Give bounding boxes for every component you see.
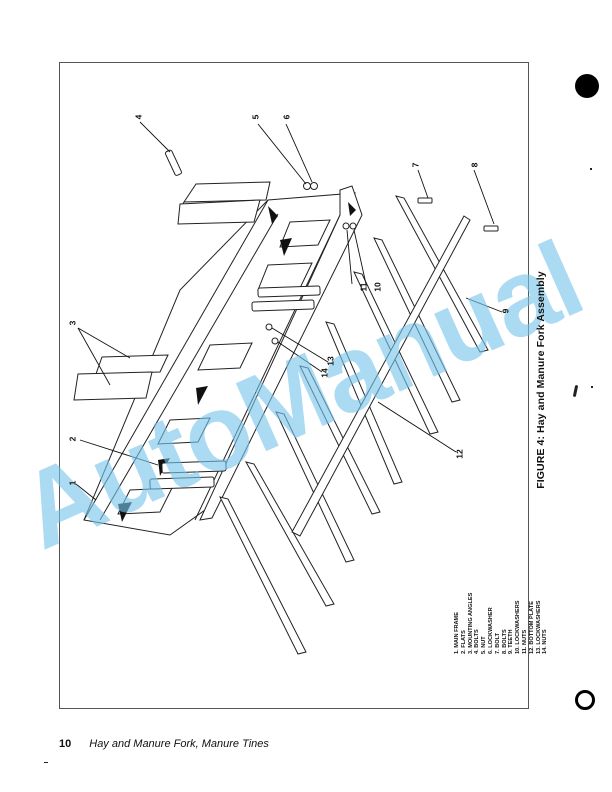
callout-11: 11: [358, 282, 369, 292]
margin-mark: [591, 386, 593, 388]
parts-list-item: 2. FLATS: [460, 630, 467, 654]
margin-mark: [590, 168, 592, 170]
parts-list-item: 13. LOCKWASHERS: [535, 600, 542, 654]
main-frame: [83, 185, 363, 536]
parts-list-item: 5. NUT: [481, 636, 488, 654]
parts-list-item: 7. BOLT: [494, 632, 501, 654]
callout-12: 12: [454, 449, 465, 459]
callout-13: 13: [325, 356, 336, 366]
callout-8: 8: [469, 162, 480, 168]
figure-frame: [59, 62, 529, 709]
callout-10: 10: [372, 282, 383, 292]
callout-3: 3: [67, 320, 78, 326]
callout-7: 7: [410, 162, 421, 168]
running-title: Hay and Manure Fork, Manure Tines: [89, 738, 269, 750]
callout-1: 1: [67, 480, 78, 486]
flats: [149, 285, 321, 490]
punch-hole-icon: [575, 690, 595, 710]
parts-list-item: 12. BOTTOM PLATE: [528, 601, 535, 654]
page-number: 10: [59, 738, 72, 750]
callout-9: 9: [500, 308, 511, 314]
parts-list-item: 10. LOCKWASHERS: [515, 600, 522, 654]
callout-4: 4: [133, 114, 144, 120]
bottom-plate: [291, 215, 471, 537]
margin-mark: [44, 762, 48, 763]
leader-lines: [75, 121, 503, 501]
callout-14: 14: [319, 368, 330, 378]
figure-caption: FIGURE 4: Hay and Manure Fork Assembly: [535, 271, 547, 489]
parts-list-item: 4. BOLTS: [474, 629, 481, 654]
parts-list-item: 9. TEETH: [508, 629, 515, 654]
hardware: [164, 149, 499, 345]
punch-hole-icon: [575, 74, 599, 98]
parts-list-item: 8. BOLTS: [501, 629, 508, 654]
parts-list-item: 1. MAIN FRAME: [454, 612, 460, 654]
parts-list-item: 6. LOCKWASHER: [487, 607, 494, 654]
page-footer: 10 Hay and Manure Fork, Manure Tines: [59, 738, 269, 750]
parts-list: 1. MAIN FRAME 2. FLATS 3. MOUNTING ANGLE…: [454, 593, 549, 654]
parts-list-item: 11. NUTS: [521, 629, 528, 654]
parts-list-item: 3. MOUNTING ANGLES: [467, 592, 474, 654]
callout-6: 6: [281, 114, 292, 120]
callout-2: 2: [67, 436, 78, 442]
callout-5: 5: [250, 114, 261, 120]
parts-list-item: 14. NUTS: [542, 629, 549, 654]
mounting-angles: [73, 181, 271, 401]
